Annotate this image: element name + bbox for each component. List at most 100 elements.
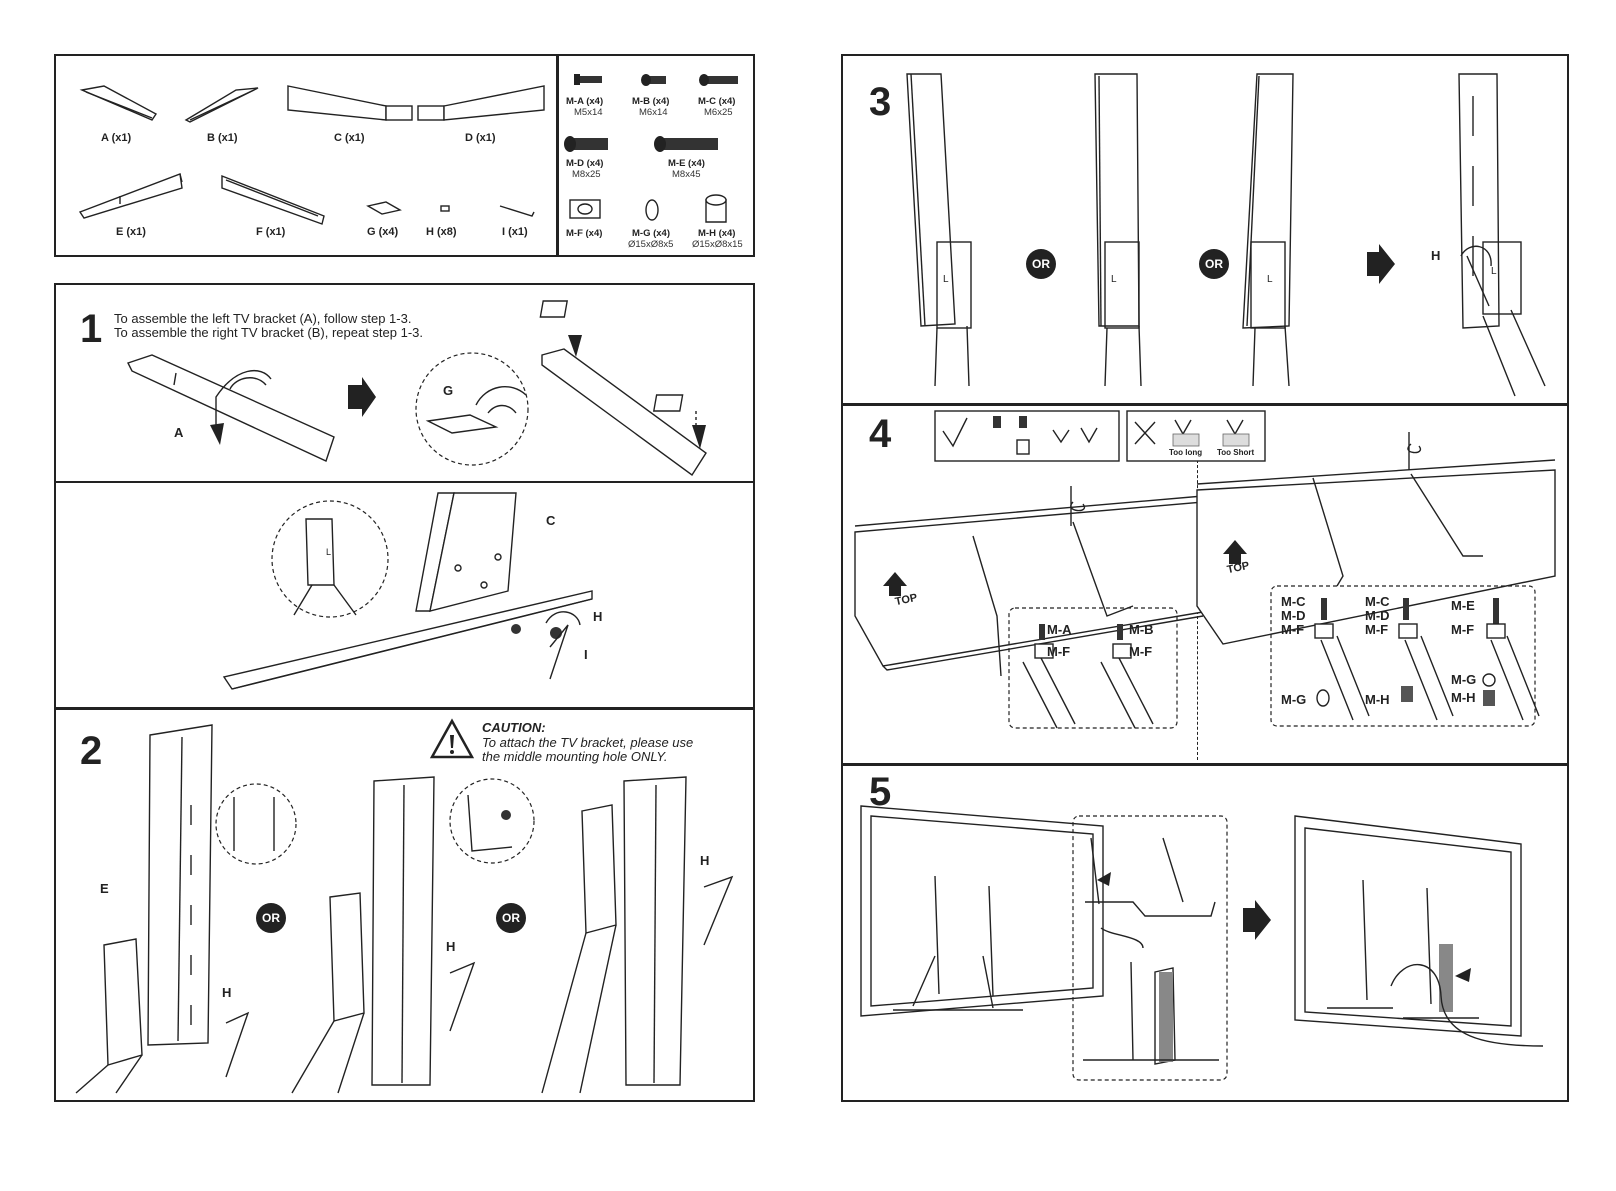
screw-me-size: M8x45 (672, 169, 701, 180)
step3-or-1: OR (1026, 249, 1056, 279)
step3-bracket-2-icon (1094, 73, 1142, 387)
allen-key-h-2-icon (449, 961, 476, 1032)
step5-detail-box-icon (1072, 815, 1228, 1081)
part-b-label: B (x1) (207, 132, 238, 144)
caution-line1: To attach the TV bracket, please use (482, 735, 694, 750)
step4-mf-label-3: M-F (1281, 622, 1305, 637)
step1-step2-divider (56, 707, 753, 710)
step4-number: 4 (869, 412, 892, 456)
screw-mb-label: M-B (x4) (632, 96, 670, 107)
part-g-label: G (x4) (367, 226, 399, 238)
step1-callout-c: C (546, 513, 556, 528)
step3-number: 3 (869, 80, 892, 124)
step3-callout-l-2: L (1111, 274, 1117, 285)
screw-h-icon (511, 624, 562, 639)
part-g-icon (366, 201, 402, 215)
step5-next-arrow-icon (1243, 900, 1271, 940)
step4-mc-label-2: M-C (1365, 594, 1390, 609)
spacer-mg-label: M-G (x4) (632, 228, 670, 239)
screw-md-icon (564, 136, 608, 152)
leg-assembly-2-icon (291, 892, 365, 1094)
bracket-l-detail-circle-2-icon (215, 783, 297, 865)
step3-callout-l-3: L (1267, 274, 1273, 285)
part-d-icon (417, 85, 545, 121)
part-i-label: I (x1) (502, 226, 528, 238)
step1-callout-i: I (584, 647, 588, 662)
step3-bracket-1-icon (906, 73, 972, 387)
step2-callout-h1: H (222, 985, 232, 1000)
screw-mb-size: M6x14 (639, 107, 668, 118)
step4-mh-label-2: M-H (1451, 690, 1476, 705)
step2-number: 2 (80, 729, 103, 773)
step4-tv-back-right-icon (1196, 432, 1556, 645)
steps-3-4-5-illustrations (854, 73, 1556, 1081)
step4-mg-label-1: M-G (1281, 692, 1307, 707)
leg-assembly-1-icon (75, 938, 143, 1094)
step4-mf-label-2: M-F (1129, 644, 1153, 659)
part-e-icon (78, 173, 183, 219)
washer-mf-label: M-F (x4) (566, 228, 603, 239)
screw-mc-size: M6x25 (704, 107, 733, 118)
step4-mf-label-4: M-F (1365, 622, 1389, 637)
step4-correct-box-icon (934, 410, 1120, 462)
step3-bracket-final-icon (1458, 73, 1546, 397)
step4-wrong-box-icon (1126, 410, 1266, 462)
screw-mc-label: M-C (x4) (698, 96, 736, 107)
step4-left-detail-box-icon (1008, 607, 1178, 729)
screw-ma-label: M-A (x4) (566, 96, 604, 107)
caution-triangle-icon (429, 718, 475, 759)
step1-instruction-line2: To assemble the right TV bracket (B), re… (114, 325, 424, 340)
allen-key-i-icon (545, 611, 581, 680)
part-c-icon (287, 85, 413, 121)
screw-ma-size: M5x14 (574, 107, 603, 118)
step3-callout-l-1: L (943, 274, 949, 285)
allen-key-h-1-icon (225, 1011, 250, 1078)
bracket-e-column-3-icon (623, 776, 687, 1086)
next-arrow-icon (348, 377, 376, 417)
step4-me-label: M-E (1451, 598, 1475, 613)
screw-md-size: M8x25 (572, 169, 601, 180)
step4-ma-label: M-A (1047, 622, 1072, 637)
spacer-mg-size: Ø15xØ8x5 (628, 239, 674, 250)
screw-md-label: M-D (x4) (566, 158, 604, 169)
step1-instruction-line1: To assemble the left TV bracket (A), fol… (114, 311, 412, 326)
screw-mb-icon (641, 74, 666, 86)
part-i-icon (499, 205, 535, 217)
too-long-label: Too long (1169, 448, 1203, 457)
bracket-l-detail-circle-icon (271, 500, 389, 618)
step3-callout-h: H (1431, 248, 1441, 263)
part-f-icon (221, 174, 325, 225)
step3-next-arrow-icon (1367, 244, 1395, 284)
screw-mc-icon (699, 74, 738, 86)
pad-detail-circle-icon (415, 352, 529, 466)
spacer-mh-size: Ø15xØ8x15 (692, 239, 743, 250)
step5-tv-left-icon (860, 805, 1104, 1017)
step1-callout-h: H (593, 609, 603, 624)
leg-assembly-3-icon (541, 804, 617, 1094)
step2-callout-h2: H (446, 939, 456, 954)
step1-step2-illustrations (75, 300, 734, 1094)
screw-me-icon (654, 136, 718, 152)
step4-mh-label-1: M-H (1365, 692, 1390, 707)
step2-or-2: OR (496, 903, 526, 933)
part-e-label: E (x1) (116, 226, 146, 238)
step3-step4-divider (843, 403, 1567, 406)
part-b-icon (184, 87, 259, 123)
step1-inner-divider (56, 481, 753, 483)
step3-or-2: OR (1199, 249, 1229, 279)
bar-c-assembly-icon (415, 492, 517, 612)
part-f-label: F (x1) (256, 226, 286, 238)
part-a-label: A (x1) (101, 132, 132, 144)
step2-callout-e: E (100, 881, 109, 896)
bracket-e-column-icon (147, 724, 213, 1046)
spacer-mh-label: M-H (x4) (698, 228, 736, 239)
spacer-mg-icon (645, 199, 659, 221)
bracket-a-flip-icon (127, 354, 335, 462)
step4-mf-label-5: M-F (1451, 622, 1475, 637)
step5-number: 5 (869, 770, 892, 814)
step1-callout-a: A (174, 425, 184, 440)
step5-tv-final-icon (1294, 815, 1544, 1047)
step4-step5-divider (843, 763, 1567, 766)
step2-callout-h3: H (700, 853, 710, 868)
step2-or-1: OR (256, 903, 286, 933)
